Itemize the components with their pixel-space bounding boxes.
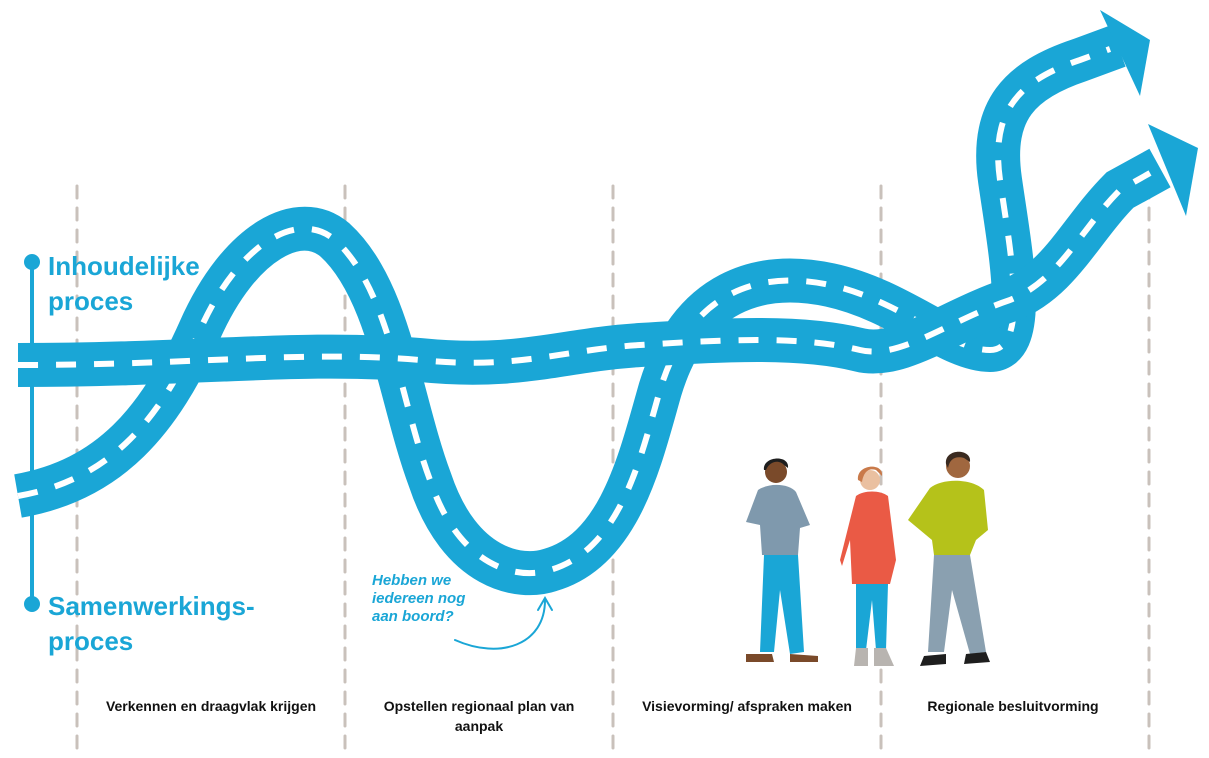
pants: [928, 555, 986, 654]
content-process-label: Inhoudelijke proces: [48, 249, 248, 319]
lane-dot-top: [24, 254, 40, 270]
head: [765, 461, 787, 483]
question-pointer: [454, 596, 553, 650]
person-green-sweater: [908, 451, 990, 666]
lane-dot-bottom: [24, 596, 40, 612]
phase-label: Visievorming/ afspraken maken: [642, 698, 852, 714]
pants: [760, 555, 804, 654]
head: [946, 454, 970, 478]
collaboration-process-label-text: Samenwerkings-proces: [48, 591, 255, 656]
content-road-arrowhead: [1148, 124, 1198, 216]
head: [860, 470, 880, 490]
hair: [945, 451, 971, 468]
content-road: [17, 124, 1198, 387]
phase-label: Verkennen en draagvlak krijgen: [105, 698, 317, 714]
shirt: [746, 484, 810, 555]
phase-label: Opstellen regionaal plan van aanpak: [383, 698, 575, 734]
shoe: [790, 654, 818, 662]
collaboration-process-label: Samenwerkings-proces: [48, 589, 278, 659]
hair: [763, 458, 789, 470]
content-process-label-text: Inhoudelijke proces: [48, 251, 200, 316]
sweater: [908, 480, 988, 555]
pants: [856, 584, 888, 650]
person-red-sweater: [840, 466, 896, 666]
shoe: [920, 654, 946, 666]
shoe: [746, 654, 774, 662]
person-dark-blue-shirt: [746, 458, 818, 662]
boot: [874, 648, 894, 666]
collaboration-road-arrowhead: [1100, 10, 1150, 96]
lane-axis: [24, 254, 40, 612]
collaboration-road-dashes: [17, 46, 1112, 577]
question-pointer-head: [537, 596, 553, 611]
content-road-dashes: [17, 170, 1152, 368]
shoe: [964, 652, 990, 664]
hair: [857, 466, 883, 482]
boot: [854, 648, 868, 666]
sweater: [840, 491, 896, 584]
phase-label: Regionale besluitvorming: [927, 698, 1099, 714]
question-pointer-curve: [454, 599, 546, 650]
question-annotation: Hebben we iedereen nog aan boord?: [372, 572, 466, 625]
